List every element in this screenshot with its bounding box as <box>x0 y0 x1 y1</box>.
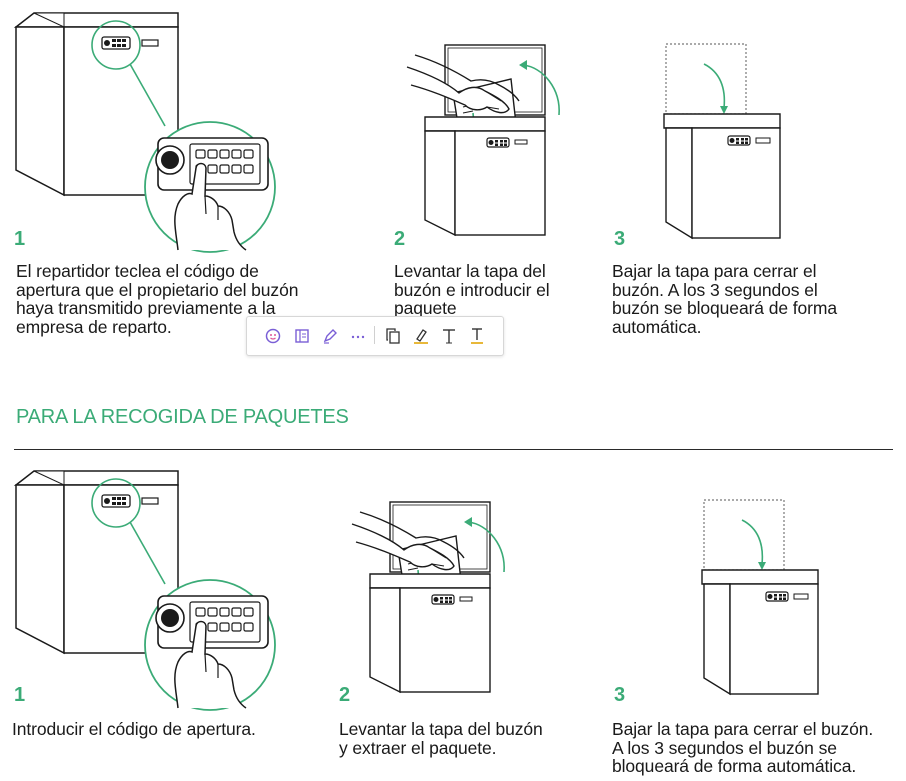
illustration-open-lid-extract <box>351 501 505 693</box>
illustration-close-lid <box>663 43 781 239</box>
step-text: Bajar la tapa para cerrar el buzón. A lo… <box>612 261 837 337</box>
selection-toolbar <box>246 316 504 356</box>
highlighter-icon[interactable] <box>411 326 431 346</box>
step-number: 1 <box>14 684 26 706</box>
illustration-close-lid-pickup <box>701 499 819 695</box>
copy-icon[interactable] <box>383 326 403 346</box>
more-icon[interactable] <box>348 326 368 346</box>
highlight-pen-icon[interactable] <box>320 326 340 346</box>
step-text: El repartidor teclea el código de apertu… <box>16 261 299 337</box>
toolbar-separator <box>374 326 375 344</box>
illustration-keypad-entry <box>15 12 276 253</box>
step-text: Introducir el código de apertura. <box>12 719 256 739</box>
section-heading: PARA LA RECOGIDA DE PAQUETES <box>16 406 349 428</box>
step-number: 3 <box>614 684 626 706</box>
text-underline-icon[interactable] <box>467 326 487 346</box>
step-number: 1 <box>14 228 26 250</box>
step-text: Bajar la tapa para cerrar el buzón. A lo… <box>612 719 874 776</box>
step-text: Levantar la tapa del buzón e introducir … <box>394 261 550 318</box>
section-divider <box>14 449 893 450</box>
step-number: 2 <box>394 228 406 250</box>
step-text: Levantar la tapa del buzón y extraer el … <box>339 719 543 758</box>
step-number: 2 <box>339 684 351 706</box>
text-icon[interactable] <box>439 326 459 346</box>
step-number: 3 <box>614 228 626 250</box>
illustration-keypad-entry-pickup <box>15 470 276 711</box>
illustration-open-lid-insert <box>406 44 560 236</box>
copilot-icon[interactable] <box>263 326 283 346</box>
reader-icon[interactable] <box>292 326 312 346</box>
